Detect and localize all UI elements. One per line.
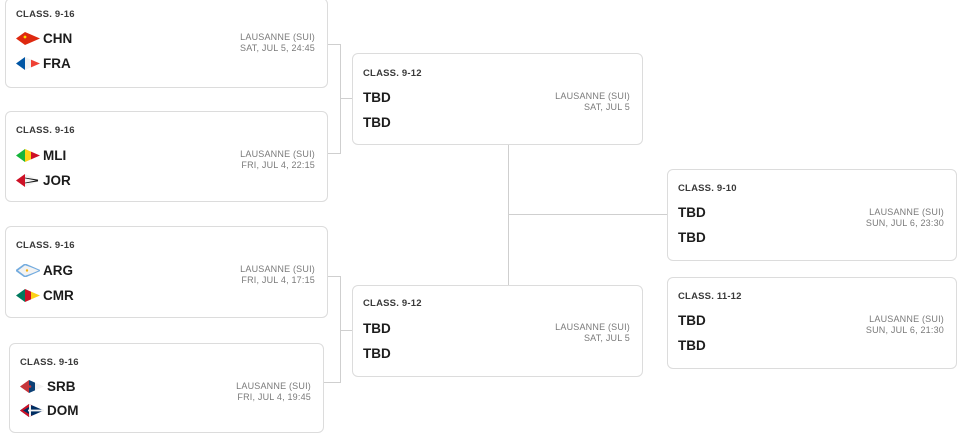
bracket-connector xyxy=(323,382,340,383)
team-row-tbd: TBD xyxy=(678,336,706,354)
match-datetime: FRI, JUL 4, 19:45 xyxy=(237,392,311,402)
team-code: MLI xyxy=(43,147,67,163)
match-meta: LAUSANNE (SUI) FRI, JUL 4, 19:45 xyxy=(236,381,311,403)
match-venue: LAUSANNE (SUI) xyxy=(236,381,311,391)
match-class-label: CLASS. 9-16 xyxy=(16,125,75,136)
match-meta: LAUSANNE (SUI) SUN, JUL 6, 23:30 xyxy=(866,207,944,229)
match-venue: LAUSANNE (SUI) xyxy=(240,32,315,42)
match-datetime: SAT, JUL 5, 24:45 xyxy=(240,43,315,53)
team-row-cmr: CMR xyxy=(16,286,74,304)
match-card-mli-jor[interactable]: CLASS. 9-16 MLI JOR LAUSANNE (SUI) FRI, … xyxy=(5,111,328,202)
bracket-connector xyxy=(340,98,352,99)
team-code: FRA xyxy=(43,55,71,71)
team-row-fra: FRA xyxy=(16,54,71,72)
team-code: SRB xyxy=(47,378,76,394)
match-meta: LAUSANNE (SUI) FRI, JUL 4, 17:15 xyxy=(240,264,315,286)
team-row-tbd: TBD xyxy=(363,113,391,131)
team-row-tbd: TBD xyxy=(363,319,391,337)
match-meta: LAUSANNE (SUI) SAT, JUL 5, 24:45 xyxy=(240,32,315,54)
team-row-srb: SRB xyxy=(20,377,76,395)
china-flag-icon xyxy=(16,31,40,45)
match-datetime: SAT, JUL 5 xyxy=(583,102,630,112)
match-card-semifinal-1[interactable]: CLASS. 9-12 TBD TBD LAUSANNE (SUI) SAT, … xyxy=(352,53,643,145)
team-code: TBD xyxy=(363,320,391,336)
france-flag-icon xyxy=(16,56,40,70)
team-code: TBD xyxy=(678,337,706,353)
match-datetime: FRI, JUL 4, 22:15 xyxy=(241,160,315,170)
match-datetime: SAT, JUL 5 xyxy=(583,333,630,343)
match-datetime: SUN, JUL 6, 21:30 xyxy=(865,325,944,335)
team-row-chn: CHN xyxy=(16,29,72,47)
mali-flag-icon xyxy=(16,148,40,162)
match-venue: LAUSANNE (SUI) xyxy=(240,149,315,159)
match-card-semifinal-2[interactable]: CLASS. 9-12 TBD TBD LAUSANNE (SUI) SAT, … xyxy=(352,285,643,377)
team-code: TBD xyxy=(678,229,706,245)
team-code: TBD xyxy=(678,312,706,328)
serbia-flag-icon xyxy=(20,379,44,393)
team-code: TBD xyxy=(363,114,391,130)
bracket-connector xyxy=(508,145,509,285)
match-card-class-11-12[interactable]: CLASS. 11-12 TBD TBD LAUSANNE (SUI) SUN,… xyxy=(667,277,957,369)
bracket-connector xyxy=(340,44,341,154)
match-class-label: CLASS. 9-16 xyxy=(16,240,75,251)
team-code: CMR xyxy=(43,287,74,303)
match-card-arg-cmr[interactable]: CLASS. 9-16 ARG CMR LAUSANNE (SUI) FRI, … xyxy=(5,226,328,318)
match-datetime: FRI, JUL 4, 17:15 xyxy=(241,275,315,285)
team-row-tbd: TBD xyxy=(363,344,391,362)
bracket-connector xyxy=(340,330,352,331)
cameroon-flag-icon xyxy=(16,288,40,302)
dominican-republic-flag-icon xyxy=(20,403,44,417)
match-meta: LAUSANNE (SUI) SAT, JUL 5 xyxy=(555,91,630,113)
match-meta: LAUSANNE (SUI) SAT, JUL 5 xyxy=(555,322,630,344)
match-card-class-9-10[interactable]: CLASS. 9-10 TBD TBD LAUSANNE (SUI) SUN, … xyxy=(667,169,957,261)
team-row-tbd: TBD xyxy=(678,311,706,329)
bracket-connector xyxy=(328,276,340,277)
argentina-flag-icon xyxy=(16,263,40,277)
match-class-label: CLASS. 9-16 xyxy=(20,357,79,368)
match-card-srb-dom[interactable]: CLASS. 9-16 SRB DOM LAUSANNE (SUI) FRI, … xyxy=(9,343,324,433)
team-code: TBD xyxy=(363,89,391,105)
match-class-label: CLASS. 9-12 xyxy=(363,298,422,309)
team-code: TBD xyxy=(363,345,391,361)
team-code: CHN xyxy=(43,30,73,46)
team-row-mli: MLI xyxy=(16,146,66,164)
bracket-connector xyxy=(508,214,667,215)
match-venue: LAUSANNE (SUI) xyxy=(869,314,944,324)
match-class-label: CLASS. 9-12 xyxy=(363,68,422,79)
match-datetime: SUN, JUL 6, 23:30 xyxy=(865,218,944,228)
team-row-tbd: TBD xyxy=(678,203,706,221)
team-row-tbd: TBD xyxy=(678,228,706,246)
team-row-tbd: TBD xyxy=(363,88,391,106)
match-venue: LAUSANNE (SUI) xyxy=(555,91,630,101)
match-meta: LAUSANNE (SUI) SUN, JUL 6, 21:30 xyxy=(866,314,944,336)
team-code: ARG xyxy=(43,262,73,278)
match-class-label: CLASS. 9-16 xyxy=(16,9,75,20)
team-code: DOM xyxy=(47,402,79,418)
team-row-jor: JOR xyxy=(16,171,71,189)
match-class-label: CLASS. 9-10 xyxy=(678,183,737,194)
match-meta: LAUSANNE (SUI) FRI, JUL 4, 22:15 xyxy=(240,149,315,171)
match-venue: LAUSANNE (SUI) xyxy=(555,322,630,332)
team-row-arg: ARG xyxy=(16,261,73,279)
jordan-flag-icon xyxy=(16,173,40,187)
team-row-dom: DOM xyxy=(20,401,79,419)
bracket-connector xyxy=(328,44,340,45)
bracket-connector xyxy=(328,153,340,154)
team-code: JOR xyxy=(43,172,71,188)
bracket-connector xyxy=(340,276,341,383)
match-venue: LAUSANNE (SUI) xyxy=(240,264,315,274)
match-venue: LAUSANNE (SUI) xyxy=(869,207,944,217)
match-card-chn-fra[interactable]: CLASS. 9-16 CHN FRA LAUSANNE (SUI) SAT, … xyxy=(5,0,328,88)
match-class-label: CLASS. 11-12 xyxy=(678,291,742,302)
team-code: TBD xyxy=(678,204,706,220)
